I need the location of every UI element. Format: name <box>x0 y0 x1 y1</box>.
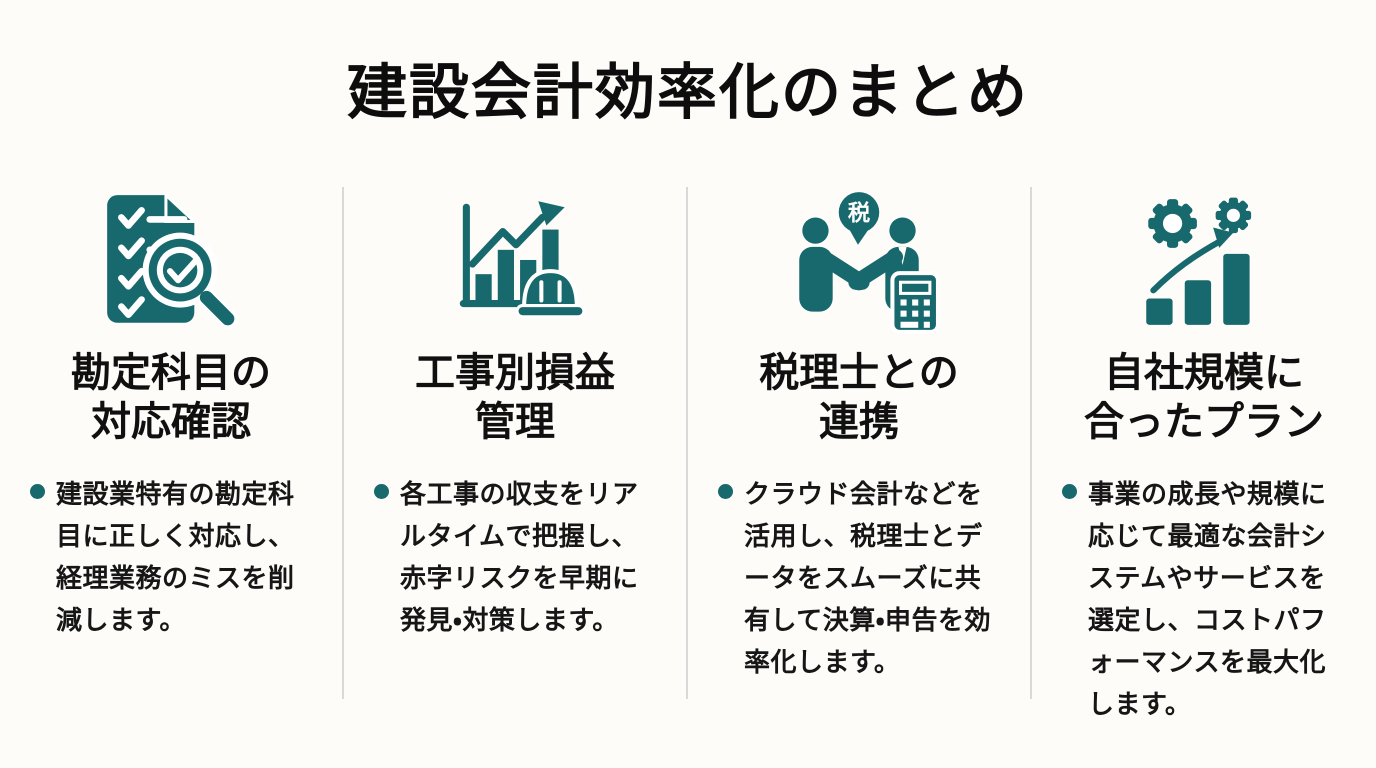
card-tax-accountant: 税 <box>688 187 1032 699</box>
card-body-text: クラウド会計などを活用し、税理士とデータをスムーズに共有して決算・申告を効率化し… <box>744 478 992 678</box>
card-heading-line2: 合ったプラン <box>1084 399 1324 444</box>
tax-bubble-text: 税 <box>848 199 870 225</box>
card-body: 各工事の収支をリアルタイムで把握し、赤字リスクを早期に発見・対策します。 <box>370 473 660 641</box>
summary-columns: 勘定科目の対応確認 建設業特有の勘定科目に正しく対応し、経理業務のミスを削減しま… <box>0 187 1376 725</box>
bullet-dot <box>374 483 389 499</box>
card-heading-line2: 対応確認 <box>91 399 251 444</box>
page-title: 建設会計効率化のまとめ <box>347 59 1029 126</box>
card-body-text: 各工事の収支をリアルタイムで把握し、赤字リスクを早期に発見・対策します。 <box>400 478 639 635</box>
card-body-text: 事業の成長や規模に応じて最適な会計システムやサービスを選定し、コストパフォーマン… <box>1088 478 1327 720</box>
checklist-magnifier-icon <box>26 187 316 337</box>
card-body: クラウド会計などを活用し、税理士とデータをスムーズに共有して決算・申告を効率化し… <box>714 473 1004 684</box>
gears-growth-icon-svg <box>1146 197 1252 325</box>
bullet-dot <box>718 483 733 499</box>
card-heading-line1: 工事別損益 <box>415 351 615 395</box>
card-heading: 税理士との連携 <box>714 349 1004 447</box>
card-heading: 工事別損益管理 <box>370 349 660 447</box>
summary-slide: 建設会計効率化のまとめ <box>0 44 1376 768</box>
gears-growth-icon <box>1058 187 1350 337</box>
card-right-size-plan: 自社規模に合ったプラン 事業の成長や規模に応じて最適な会計システムやサービスを選… <box>1032 187 1376 725</box>
card-body: 建設業特有の勘定科目に正しく対応し、経理業務のミスを削減します。 <box>26 473 316 641</box>
card-heading-line1: 自社規模に <box>1104 351 1304 395</box>
bar-chart-helmet-icon-svg <box>459 201 586 319</box>
bullet-dot <box>30 483 45 499</box>
card-body-text: 建設業特有の勘定科目に正しく対応し、経理業務のミスを削減します。 <box>56 478 295 635</box>
handshake-tax-icon: 税 <box>714 187 1004 337</box>
card-heading: 勘定科目の対応確認 <box>26 349 316 447</box>
card-heading: 自社規模に合ったプラン <box>1058 349 1350 447</box>
card-heading-line2: 管理 <box>475 399 555 444</box>
card-account-items: 勘定科目の対応確認 建設業特有の勘定科目に正しく対応し、経理業務のミスを削減しま… <box>0 187 344 699</box>
handshake-tax-icon-svg: 税 <box>799 192 940 334</box>
card-project-profit: 工事別損益管理 各工事の収支をリアルタイムで把握し、赤字リスクを早期に発見・対策… <box>344 187 688 699</box>
checklist-magnifier-icon-svg <box>107 191 239 330</box>
bullet-dot <box>1062 483 1077 499</box>
card-heading-line2: 連携 <box>819 399 899 444</box>
card-heading-line1: 税理士との <box>759 351 959 395</box>
card-body: 事業の成長や規模に応じて最適な会計システムやサービスを選定し、コストパフォーマン… <box>1058 473 1350 726</box>
bar-chart-helmet-icon <box>370 187 660 337</box>
card-heading-line1: 勘定科目の <box>71 351 271 395</box>
